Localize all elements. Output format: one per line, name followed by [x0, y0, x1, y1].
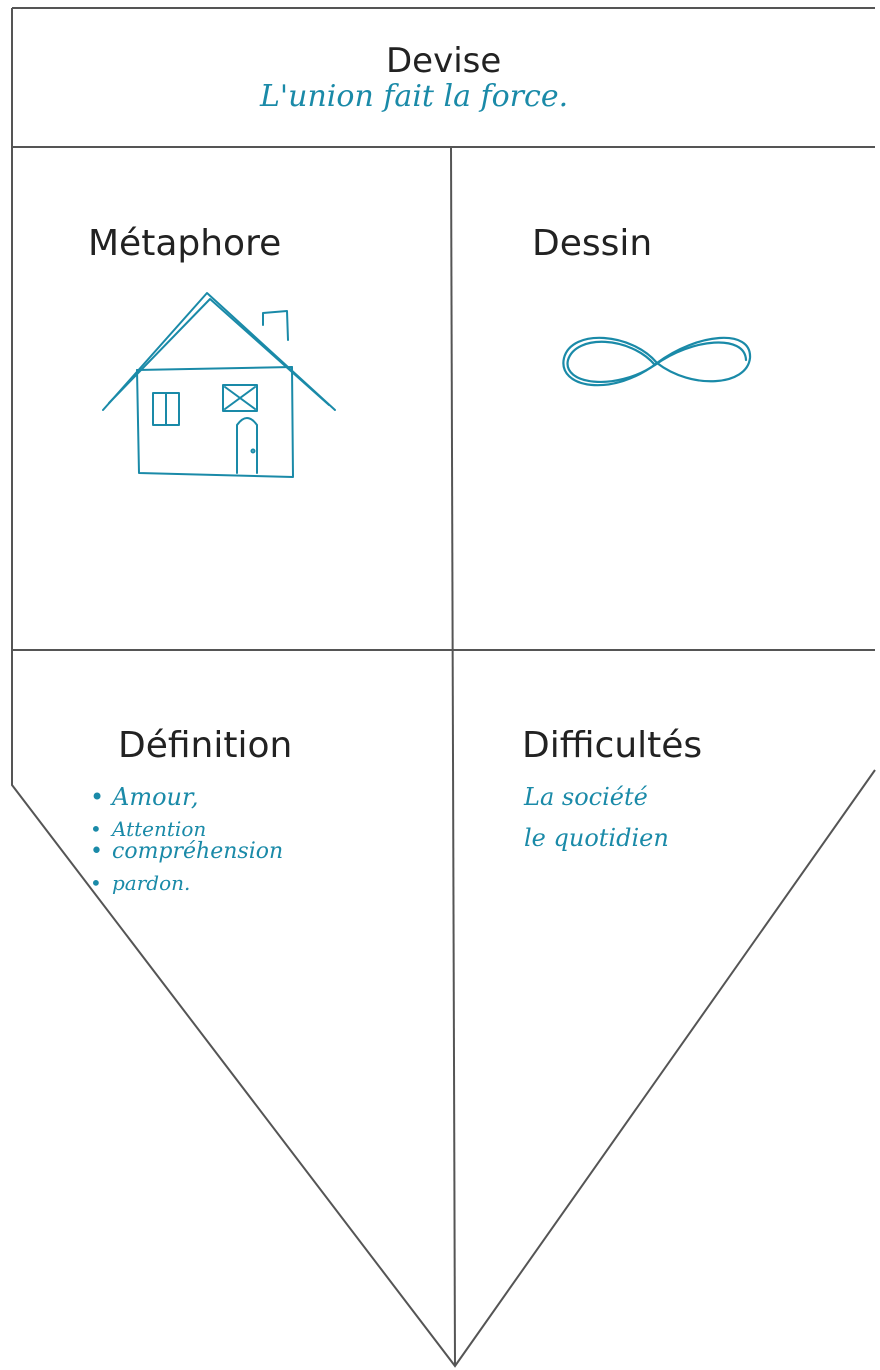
panel-metaphor-title: Métaphore	[88, 223, 282, 264]
panel-definition-title: Définition	[118, 725, 293, 766]
definition-list: Amour, Attention compréhension pardon.	[90, 785, 283, 893]
header-title: Devise	[386, 41, 502, 81]
list-item: pardon.	[90, 873, 283, 893]
list-item: Attention	[90, 819, 283, 839]
house-drawing	[102, 292, 336, 478]
list-item: Amour,	[90, 785, 283, 809]
infinity-drawing	[562, 336, 752, 387]
panel-difficulties-title: Difficultés	[522, 725, 703, 766]
header-motto: L'union fait la force.	[260, 79, 569, 114]
list-item: compréhension	[90, 841, 283, 864]
panel-drawing-title: Dessin	[532, 223, 653, 264]
difficulties-line-1: La société	[524, 783, 648, 811]
difficulties-line-2: le quotidien	[524, 824, 669, 852]
